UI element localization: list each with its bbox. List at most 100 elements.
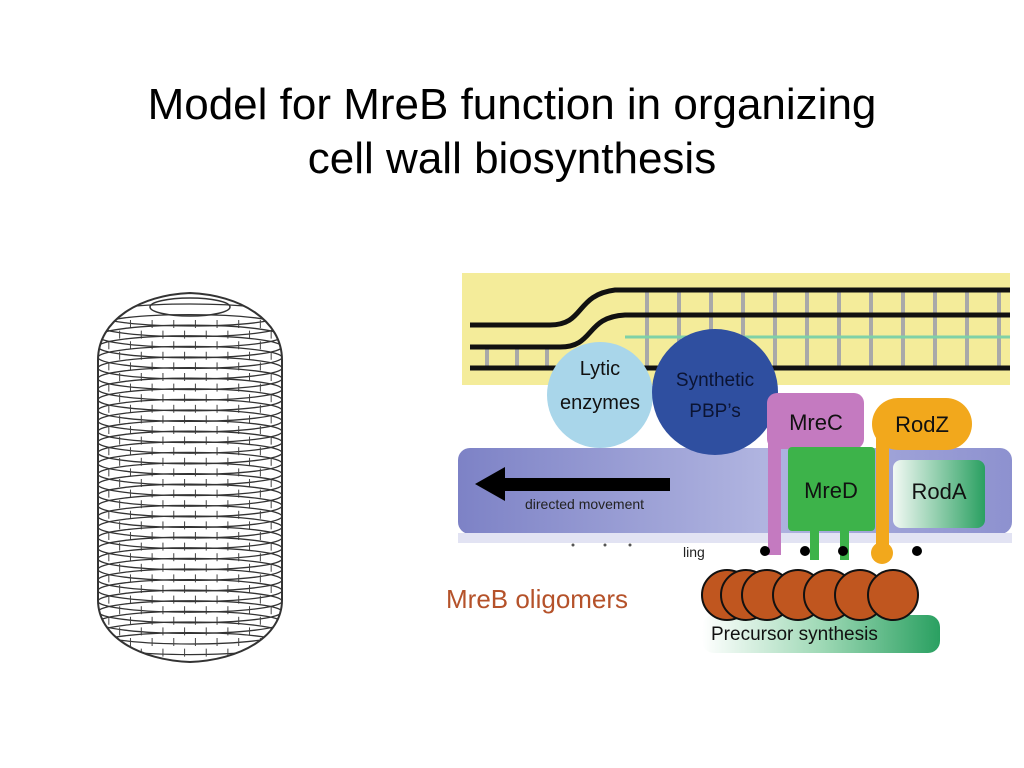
- crosslink-rung: [677, 290, 681, 315]
- crosslink-rung: [965, 315, 969, 337]
- helix-ring: [98, 377, 282, 401]
- helix-ring: [98, 430, 282, 454]
- helix-ring: [98, 621, 282, 645]
- crosslink-rung: [869, 337, 873, 368]
- crosslink-rung: [773, 337, 777, 368]
- title-line-1: Model for MreB function in organizing: [147, 80, 877, 129]
- mreb-monomer: [867, 569, 919, 621]
- helical-filaments: [98, 303, 282, 657]
- pbp-label-2: PBP’s: [689, 401, 740, 422]
- helix-ring: [98, 515, 282, 539]
- helix-ring: [98, 462, 282, 486]
- rodz-box: [872, 398, 972, 450]
- rodz-protein: RodZ: [871, 398, 972, 564]
- crosslink-rung: [773, 290, 777, 315]
- peptide-crosslinks: [485, 290, 1001, 368]
- crosslink-rung: [805, 337, 809, 368]
- glycan-strand-1: [470, 287, 1010, 328]
- precursor-band: [702, 615, 940, 653]
- mred-protein: MreD: [788, 447, 875, 560]
- cylinder-outline: [97, 291, 283, 664]
- crosslink-rung: [965, 290, 969, 315]
- mred-label: MreD: [804, 478, 858, 503]
- crosslink-rung: [709, 290, 713, 315]
- pbp-label-1: Synthetic: [676, 370, 754, 391]
- crosslink-rung: [837, 290, 841, 315]
- helix-ring: [98, 547, 282, 571]
- crosslink-rung: [645, 315, 649, 337]
- lytic-label-2: enzymes: [560, 392, 640, 414]
- helix-ring: [98, 313, 282, 338]
- mrec-label: MreC: [789, 410, 843, 435]
- crosslink-rung: [837, 315, 841, 337]
- helix-ring: [98, 494, 282, 518]
- crosslink-rung: [997, 315, 1001, 337]
- mrec-stalk: [768, 435, 781, 555]
- crosslink-rung: [869, 290, 873, 315]
- helix-ring: [98, 600, 282, 624]
- helix-ring: [98, 578, 282, 603]
- crosslink-rung: [805, 290, 809, 315]
- arrow-icon: [475, 467, 670, 501]
- crosslink-rung: [837, 337, 841, 368]
- crosslink-rung: [485, 347, 489, 368]
- mreb-oligomers-label: MreB oligomers: [446, 584, 629, 614]
- helix-ring: [98, 589, 282, 613]
- crosslink-rung: [645, 337, 649, 368]
- mreb-oligomer-filament: [701, 569, 919, 621]
- mreb-helix-cylinder: [97, 291, 283, 664]
- faint-dots: [571, 543, 632, 547]
- precursor-label: Precursor synthesis: [711, 624, 878, 645]
- arrow-label: directed movement: [525, 496, 644, 512]
- crosslink-rung: [869, 315, 873, 337]
- glycan-strand-2: [470, 312, 1010, 350]
- helix-ring: [98, 568, 282, 592]
- precursor-synthesis: Precursor synthesis: [702, 615, 940, 653]
- crosslink-rung: [965, 337, 969, 368]
- mred-stalk-1: [810, 520, 819, 560]
- cylinder-top-cap: [149, 297, 231, 317]
- crosslink-rung: [515, 347, 519, 368]
- roda-label: RodA: [911, 479, 966, 504]
- helix-ring: [98, 409, 282, 433]
- lytic-label-1: Lytic: [580, 358, 620, 380]
- helix-ring: [98, 525, 282, 550]
- helix-ring: [98, 504, 282, 529]
- helix-ring: [98, 557, 282, 582]
- helix-ring: [98, 610, 282, 635]
- mred-box: [788, 447, 875, 531]
- directed-movement-arrow: directed movement: [475, 467, 670, 512]
- helix-ring: [98, 335, 282, 359]
- crosslink-rung: [933, 337, 937, 368]
- synthetic-pbp-circle: Synthetic PBP’s: [652, 329, 778, 455]
- crosslink-rung: [805, 315, 809, 337]
- helix-ring: [98, 441, 282, 465]
- crosslink-rung: [901, 315, 905, 337]
- membrane-shadow: [458, 533, 1012, 543]
- helix-ring: [98, 324, 282, 348]
- crosslink-rung: [545, 347, 549, 368]
- helix-ring: [98, 419, 282, 444]
- helix-ring: [98, 303, 282, 327]
- helix-ring: [98, 345, 282, 370]
- mrec-protein: MreC: [767, 393, 864, 555]
- crosslink-rung: [677, 315, 681, 337]
- crosslink-rung: [933, 315, 937, 337]
- partial-label: ling: [683, 544, 705, 560]
- crosslink-rung: [997, 337, 1001, 368]
- crosslink-rung: [709, 315, 713, 337]
- lytic-enzymes-circle: Lytic enzymes: [547, 342, 653, 448]
- rodz-stalk: [876, 435, 889, 557]
- crosslink-rung: [741, 290, 745, 315]
- helix-ring: [98, 536, 282, 560]
- helix-ring: [98, 483, 282, 507]
- rodz-end: [871, 542, 893, 564]
- crosslink-rung: [645, 290, 649, 315]
- roda-box: [893, 460, 985, 528]
- mrec-box: [767, 393, 864, 449]
- crosslink-rung: [901, 290, 905, 315]
- crosslink-rung: [773, 315, 777, 337]
- helix-ring: [98, 631, 282, 656]
- slide-title: Model for MreB function in organizing ce…: [0, 78, 1024, 186]
